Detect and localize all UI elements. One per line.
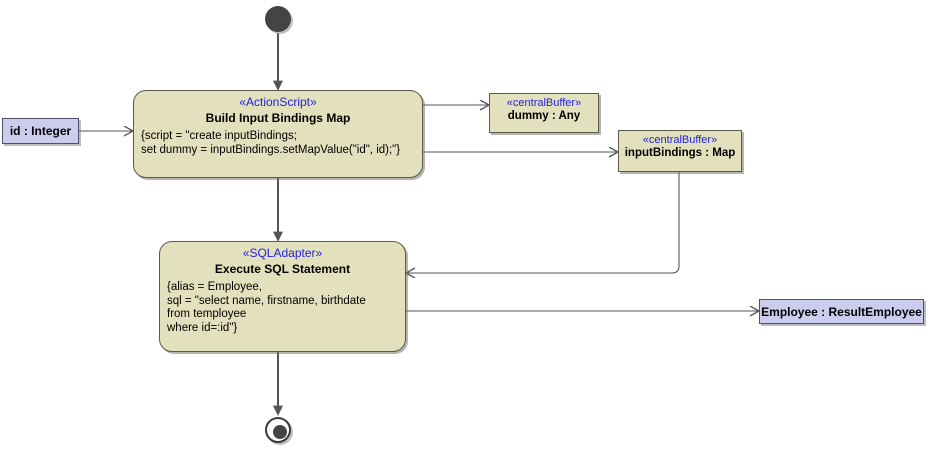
central-buffer-dummy[interactable]: «centralBuffer» dummy : Any — [489, 93, 599, 133]
action-build-input-bindings-map[interactable]: «ActionScript» Build Input Bindings Map … — [133, 90, 423, 178]
buffer-dummy-stereotype: «centralBuffer» — [506, 97, 582, 109]
activity-final-node[interactable] — [265, 417, 291, 443]
action-build-stereotype: «ActionScript» — [239, 95, 317, 109]
action-execute-sql-statement[interactable]: «SQLAdapter» Execute SQL Statement {alia… — [159, 241, 406, 352]
buffer-dummy-title: dummy : Any — [507, 110, 581, 122]
action-sql-title: Execute SQL Statement — [214, 262, 351, 276]
buffer-input-bindings-stereotype: «centralBuffer» — [642, 134, 718, 146]
action-sql-stereotype: «SQLAdapter» — [242, 246, 323, 260]
action-sql-body: {alias = Employee, sql = "select name, f… — [167, 281, 366, 334]
action-build-body: {script = "create inputBindings; set dum… — [141, 130, 401, 156]
action-build-title: Build Input Bindings Map — [205, 111, 351, 125]
input-parameter-label: id : Integer — [9, 124, 72, 138]
result-parameter-node[interactable]: Employee : ResultEmployee — [759, 299, 924, 324]
central-buffer-input-bindings[interactable]: «centralBuffer» inputBindings : Map — [618, 130, 742, 172]
input-parameter-node[interactable]: id : Integer — [2, 118, 79, 144]
edge-input-bindings-to-execute-sql — [406, 172, 680, 273]
activity-final-inner-dot — [273, 425, 287, 439]
result-parameter-label: Employee : ResultEmployee — [761, 304, 922, 319]
buffer-input-bindings-title: inputBindings : Map — [624, 147, 736, 159]
initial-node[interactable] — [265, 6, 291, 32]
